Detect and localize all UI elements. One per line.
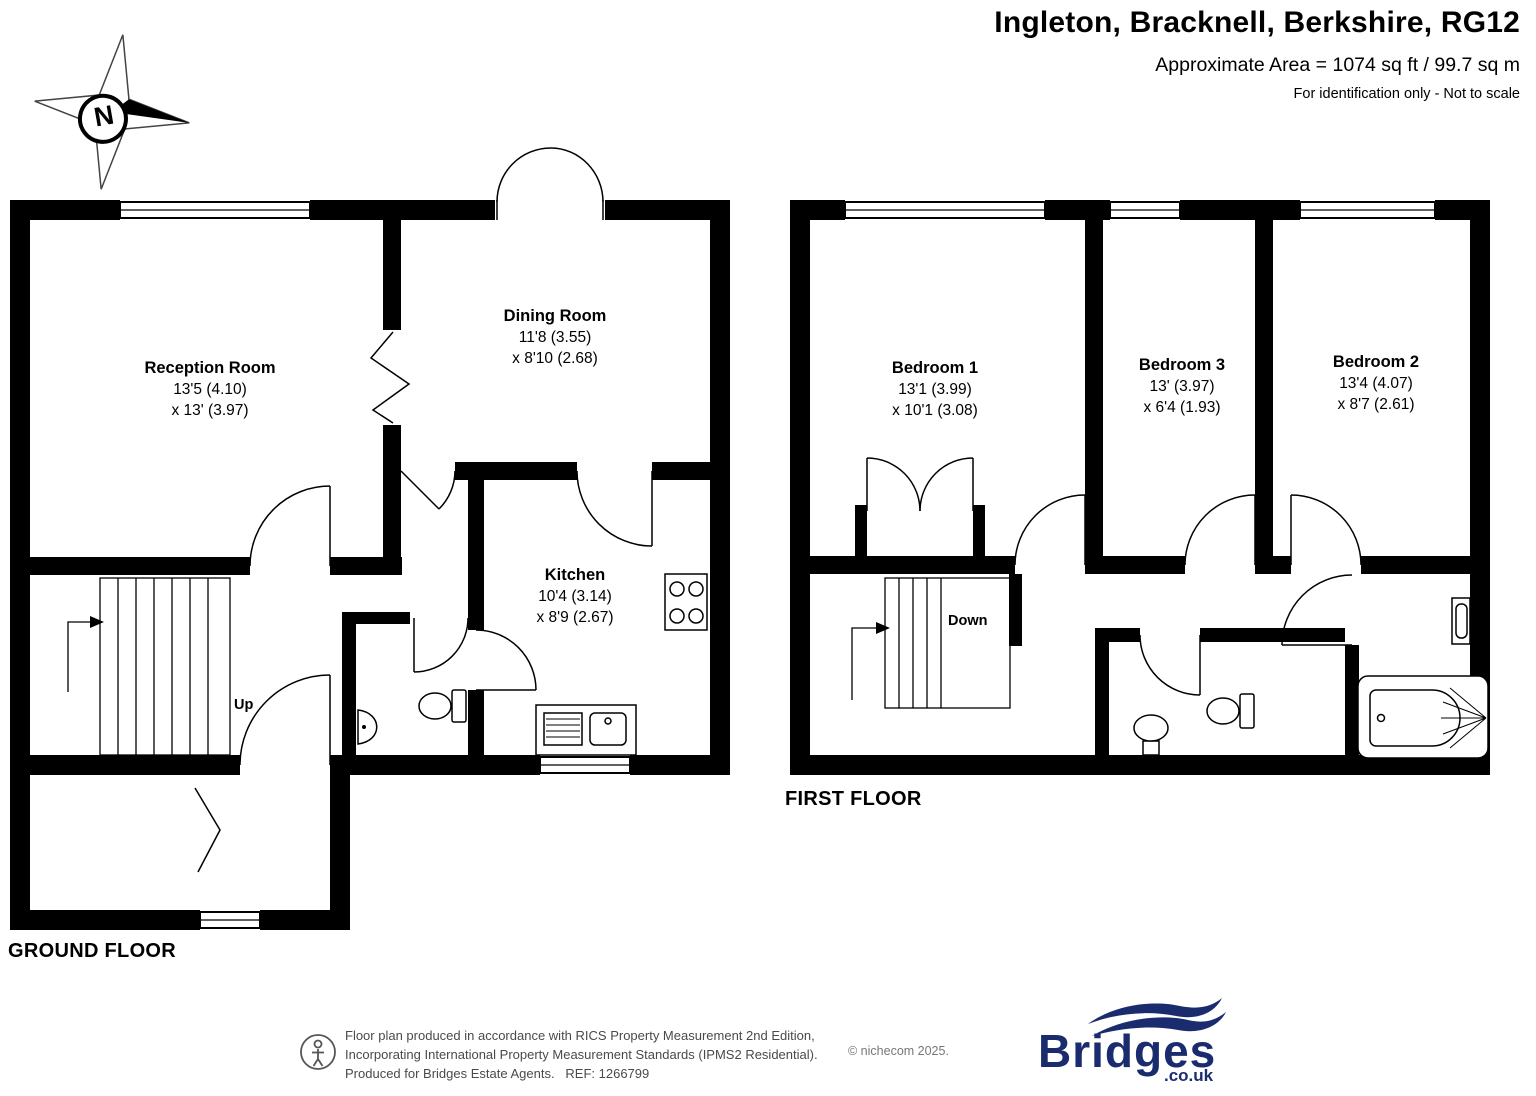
window [1109, 200, 1181, 220]
stairs-up-label: Up [234, 697, 254, 713]
first-floor-plan [790, 200, 1490, 775]
room-name: Bedroom 2 [1332, 353, 1420, 371]
basin-icon [357, 709, 378, 745]
bridges-logo-swoosh-icon [1088, 998, 1226, 1036]
footer-disclaimer: Floor plan produced in accordance with R… [345, 1026, 818, 1083]
room-label-bedroom1: Bedroom 1 13'1 (3.99) x 10'1 (3.08) [830, 358, 1040, 421]
gf-stairs [67, 577, 231, 756]
window [844, 200, 1046, 220]
window [199, 910, 261, 930]
gf-fixtures [357, 573, 708, 756]
person-icon [300, 1034, 336, 1070]
bridges-logo-text: Bridges [1038, 1025, 1217, 1077]
ground-floor-plan [10, 147, 730, 930]
room-dim: 13' (3.97) [1149, 378, 1215, 395]
footer-line-3: Produced for Bridges Estate Agents. REF:… [345, 1066, 650, 1081]
header: Ingleton, Bracknell, Berkshire, RG12 App… [994, 6, 1520, 102]
room-dim: x 10'1 (3.08) [892, 402, 978, 419]
copyright-text: © nichecom 2025. [848, 1044, 949, 1058]
kitchen-sink-icon [535, 704, 637, 756]
room-dim: x 8'9 (2.67) [536, 609, 614, 626]
compass-icon [34, 34, 190, 190]
room-dim: 13'4 (4.07) [1339, 375, 1413, 392]
room-label-kitchen: Kitchen 10'4 (3.14) x 8'9 (2.67) [475, 565, 675, 628]
footer-line-2: Incorporating International Property Mea… [345, 1047, 818, 1062]
disclaimer-text: For identification only - Not to scale [1293, 86, 1520, 102]
pedestal-sink-icon [1133, 714, 1169, 756]
room-name: Kitchen [544, 566, 606, 584]
stairs-down-label: Down [948, 613, 988, 629]
french-door-opening [495, 200, 605, 220]
toilet-icon [418, 689, 467, 723]
ff-doors [866, 457, 1362, 696]
window [1299, 200, 1436, 220]
room-name: Reception Room [144, 359, 276, 377]
room-name: Bedroom 1 [891, 359, 979, 377]
room-dim: 13'5 (4.10) [173, 381, 247, 398]
room-dim: x 8'7 (2.61) [1337, 396, 1415, 413]
room-dim: x 13' (3.97) [171, 402, 249, 419]
room-dim: 10'4 (3.14) [538, 588, 612, 605]
room-label-dining: Dining Room 11'8 (3.55) x 8'10 (2.68) [455, 306, 655, 369]
room-name: Bedroom 3 [1138, 356, 1226, 374]
area-text: Approximate Area = 1074 sq ft / 99.7 sq … [1155, 54, 1520, 76]
room-dim: 13'1 (3.99) [898, 381, 972, 398]
gf-doors [194, 147, 653, 873]
gf-windows [119, 200, 631, 930]
ff-windows [844, 200, 1436, 220]
floor-label-first: FIRST FLOOR [785, 788, 922, 810]
room-dim: x 6'4 (1.93) [1143, 399, 1221, 416]
room-label-bedroom3: Bedroom 3 13' (3.97) x 6'4 (1.93) [1082, 355, 1282, 418]
hob-icon [664, 573, 708, 631]
window [119, 200, 311, 220]
window [539, 755, 631, 775]
room-dim: 11'8 (3.55) [518, 329, 592, 346]
wall-sink-icon [1451, 597, 1471, 645]
room-label-bedroom2: Bedroom 2 13'4 (4.07) x 8'7 (2.61) [1276, 352, 1476, 415]
page-title: Ingleton, Bracknell, Berkshire, RG12 [994, 6, 1520, 39]
bath-icon [1357, 675, 1489, 759]
toilet-icon [1206, 693, 1255, 729]
floor-label-ground: GROUND FLOOR [8, 940, 177, 962]
room-dim: x 8'10 (2.68) [512, 350, 598, 367]
bridges-logo-suffix: .co.uk [1164, 1066, 1214, 1085]
room-name: Dining Room [503, 307, 607, 325]
ff-stairs [851, 577, 1011, 709]
footer-line-1: Floor plan produced in accordance with R… [345, 1028, 815, 1043]
room-label-reception: Reception Room 13'5 (4.10) x 13' (3.97) [85, 358, 335, 421]
ff-fixtures [1133, 597, 1489, 759]
compass-north-label: N [91, 99, 117, 133]
